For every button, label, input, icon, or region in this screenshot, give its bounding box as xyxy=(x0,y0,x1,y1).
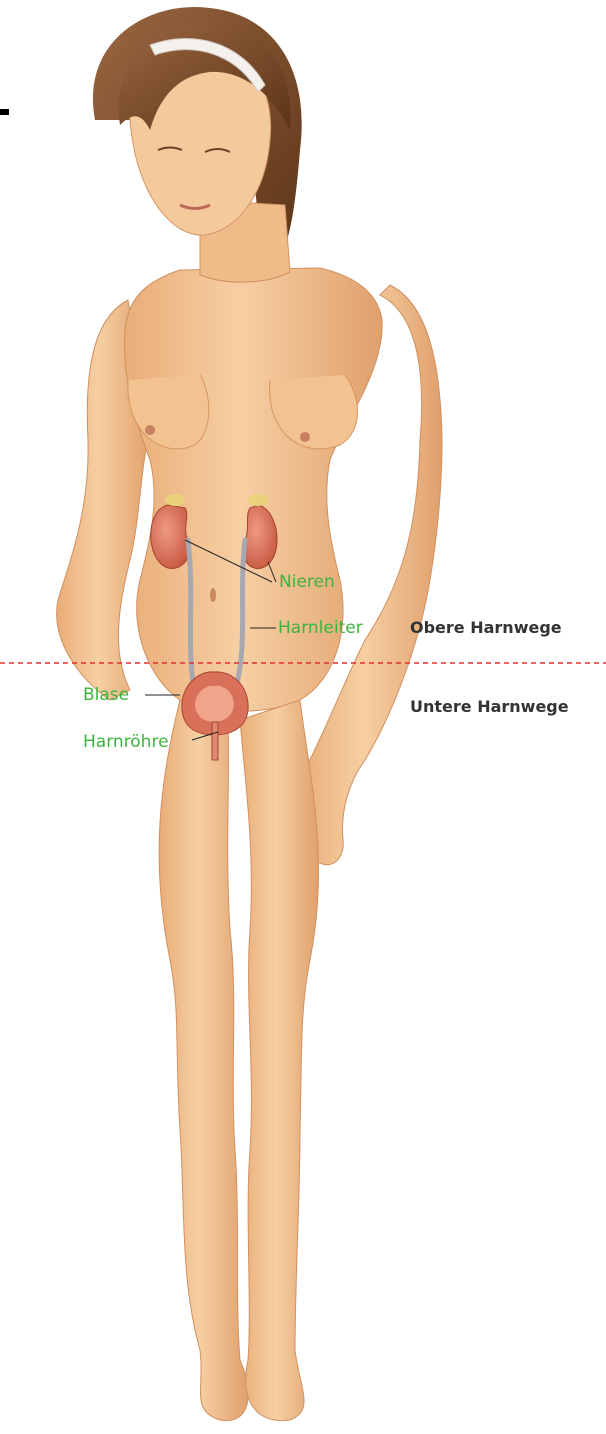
nipple-right xyxy=(300,432,310,442)
adrenal-right xyxy=(248,494,268,506)
left-leg xyxy=(159,700,248,1421)
label-untere-harnwege: Untere Harnwege xyxy=(410,697,569,717)
adrenal-left xyxy=(165,494,185,506)
urethra xyxy=(212,722,218,760)
kidney-left xyxy=(151,505,191,568)
torso xyxy=(125,268,383,711)
label-harnleiter: Harnleiter xyxy=(278,618,363,638)
right-leg xyxy=(240,700,319,1421)
label-harnroehre: Harnröhre xyxy=(83,732,169,752)
navel xyxy=(210,588,216,602)
nipple-left xyxy=(145,425,155,435)
corner-tick-mark xyxy=(0,109,9,115)
label-obere-harnwege: Obere Harnwege xyxy=(410,618,562,638)
label-nieren: Nieren xyxy=(279,572,335,592)
label-blase: Blase xyxy=(83,685,129,705)
bladder-inner xyxy=(195,686,234,722)
